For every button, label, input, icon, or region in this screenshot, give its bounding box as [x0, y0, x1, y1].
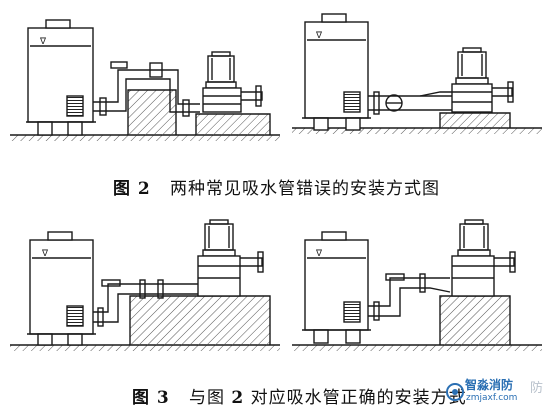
pipe-support-block	[127, 89, 177, 135]
suction-pipe	[93, 279, 198, 327]
watermark-url: zmjaxf.com	[466, 393, 518, 403]
water-level-mark: ∇	[315, 249, 323, 259]
ground-slab	[292, 344, 542, 351]
pump-pedestal	[129, 295, 271, 345]
water-level-mark: ∇	[39, 37, 47, 47]
figure-2-title: 两种常见吸水管错误的安装方式图	[169, 179, 440, 199]
watermark-logo	[446, 383, 464, 401]
vertical-pump	[451, 219, 516, 297]
water-level-mark: ∇	[315, 31, 323, 41]
watermark-brand: 智淼消防	[465, 378, 514, 392]
panel-fig2-wrong-2	[292, 13, 542, 134]
pump-pedestal	[439, 112, 511, 128]
vertical-pump	[451, 47, 514, 113]
pump-pedestal	[439, 295, 511, 345]
ground-slab	[10, 344, 280, 351]
ground-slab	[10, 134, 280, 141]
watermark-ghost-char: 防	[530, 381, 544, 396]
suction-pipe	[368, 91, 452, 115]
vertical-pump	[197, 219, 264, 297]
water-tank	[26, 19, 96, 136]
figure-3-ref: 2	[231, 388, 245, 408]
figure-2-caption: 图 2 两种常见吸水管错误的安装方式图	[0, 174, 553, 199]
water-tank	[302, 231, 371, 344]
suction-pipe	[368, 273, 451, 321]
panel-fig2-wrong-1	[10, 19, 280, 141]
panel-fig3-correct-2	[292, 219, 542, 351]
water-level-mark: ∇	[41, 249, 49, 259]
ground-slab	[292, 127, 542, 134]
water-tank	[302, 13, 371, 131]
figure-3-number: 图 3	[132, 388, 170, 408]
figure-2-number: 图 2	[113, 179, 151, 199]
pump-pedestal	[195, 113, 271, 135]
suction-pipe	[93, 61, 200, 117]
water-tank	[27, 231, 96, 346]
figure-3-caption: 图 3 与图 2 对应吸水管正确的安装方式	[132, 383, 467, 408]
figure-3-title-b: 对应吸水管正确的安装方式	[250, 388, 467, 408]
figure-3-title-a: 与图	[188, 388, 225, 408]
panel-fig3-correct-1	[10, 219, 280, 351]
vertical-pump	[202, 51, 263, 113]
